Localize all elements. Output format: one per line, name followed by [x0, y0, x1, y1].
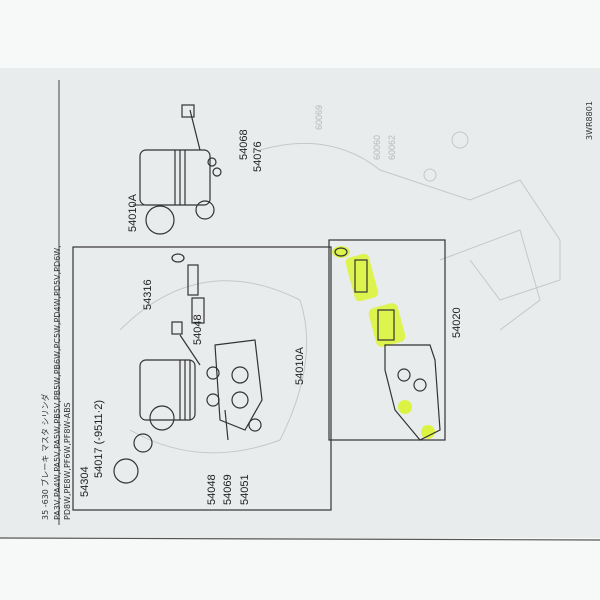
model-list-1: PA3V,PA4W,PA5V,PA5W,PB5V,PB5W,PB6W,PC5W,…	[53, 245, 62, 520]
callout-54069: 54069	[222, 474, 234, 505]
svg-text:60062: 60062	[387, 135, 397, 160]
callout-54316: 54316	[142, 279, 154, 310]
section-title: 35 -630 ブレーキ マスタ シリンダ	[40, 393, 50, 520]
callout-54048-upper: 54048	[192, 314, 204, 345]
callout-54010A-box: 54010A	[294, 346, 306, 385]
figure-code: 3WR8801	[585, 101, 594, 140]
callout-54010A-top: 54010A	[127, 193, 139, 232]
page-edge	[0, 537, 600, 541]
callout-54068: 54068	[238, 129, 250, 160]
callout-54020: 54020	[451, 307, 463, 338]
reservoir-assembly-box	[113, 253, 263, 484]
callout-54076: 54076	[252, 141, 264, 172]
reservoir-assembly-top	[139, 104, 222, 235]
ghost-drawing: 60069 60060 60062	[119, 105, 561, 454]
catalog-page	[0, 68, 600, 538]
svg-text:60069: 60069	[314, 105, 324, 130]
callout-54017: 54017 (-9511·2)	[93, 400, 105, 478]
inset-box-assembly	[72, 246, 332, 511]
highlighted-master-cylinder-parts	[332, 246, 441, 441]
callout-54048-lower: 54048	[206, 474, 218, 505]
callout-54051: 54051	[239, 474, 251, 505]
svg-text:60060: 60060	[372, 135, 382, 160]
inset-box-master-cylinder	[328, 239, 446, 441]
callout-54304: 54304	[79, 466, 91, 497]
model-list-2: PD8W,PE8W,PF6W,PF8W-ABS	[63, 402, 72, 520]
